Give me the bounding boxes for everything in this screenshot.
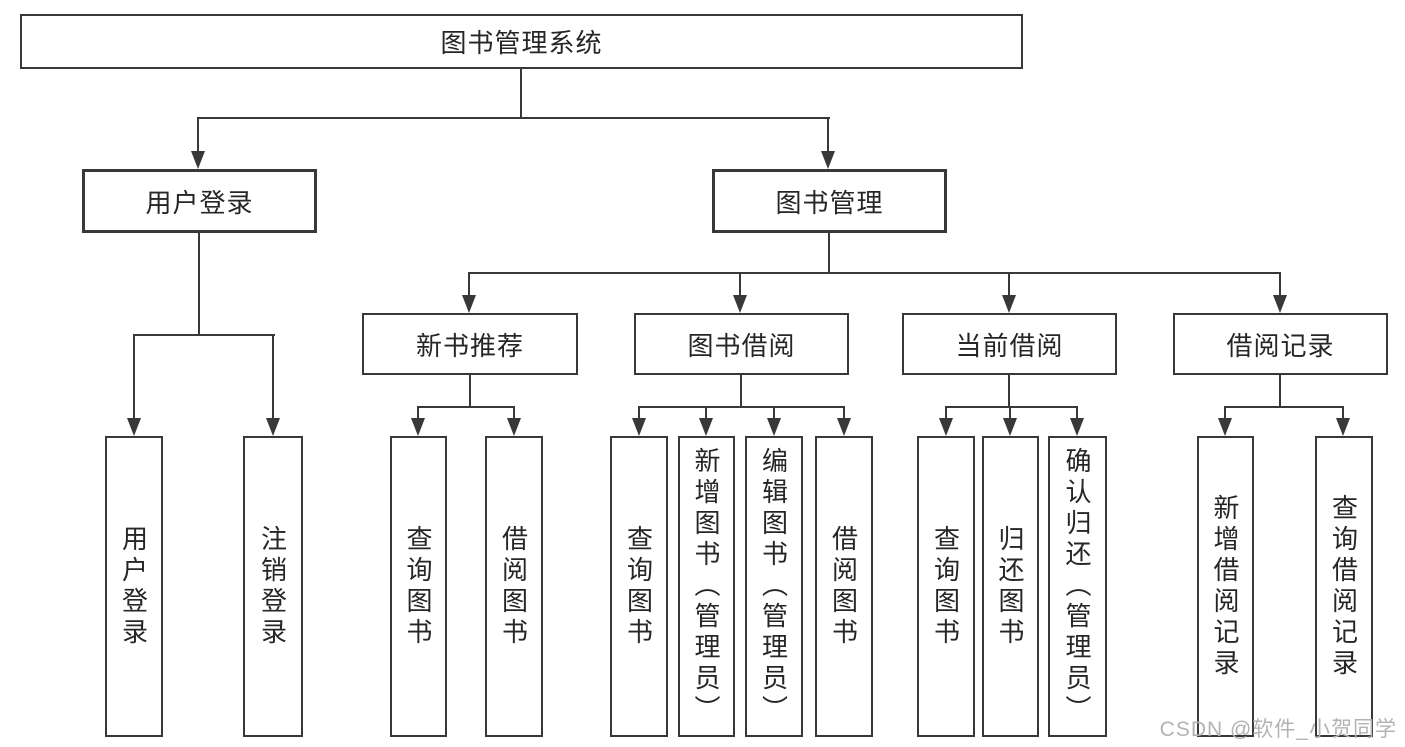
node-user-login-branch: 用户登录 [82, 169, 317, 233]
leaf-borrowing-borrow-books: 借阅图书 [815, 436, 873, 737]
arrowhead-down-icon [462, 295, 476, 313]
arrowhead-down-icon [191, 151, 205, 169]
line-segment [827, 117, 829, 155]
node-book-borrowing: 图书借阅 [634, 313, 849, 375]
node-new-book-recommend: 新书推荐 [362, 313, 578, 375]
line-segment [843, 406, 845, 422]
line-segment [1008, 375, 1010, 408]
line-segment [469, 375, 471, 408]
line-segment [468, 272, 470, 299]
leaf-records-query-record: 查询借阅记录 [1315, 436, 1373, 737]
arrowhead-down-icon [127, 418, 141, 436]
arrowhead-down-icon [266, 418, 280, 436]
line-segment [1224, 406, 1226, 422]
arrowhead-down-icon [1002, 295, 1016, 313]
line-segment [945, 406, 1078, 408]
line-segment [1224, 406, 1344, 408]
line-segment [1008, 272, 1010, 299]
line-segment [1279, 272, 1281, 299]
line-segment [740, 375, 742, 408]
leaf-borrowing-edit-books-admin: 编辑图书（管理员） [745, 436, 803, 737]
line-segment [1342, 406, 1344, 422]
line-segment [739, 272, 741, 299]
node-borrowing-records: 借阅记录 [1173, 313, 1388, 375]
arrowhead-down-icon [939, 418, 953, 436]
leaf-newbooks-borrow-books: 借阅图书 [485, 436, 543, 737]
arrowhead-down-icon [821, 151, 835, 169]
leaf-user-login: 用户登录 [105, 436, 163, 737]
arrowhead-down-icon [733, 295, 747, 313]
leaf-current-return-books: 归还图书 [982, 436, 1039, 737]
line-segment [272, 334, 274, 422]
arrowhead-down-icon [1273, 295, 1287, 313]
node-root-system: 图书管理系统 [20, 14, 1023, 69]
leaf-borrowing-query-books: 查询图书 [610, 436, 668, 737]
leaf-logout: 注销登录 [243, 436, 303, 737]
leaf-current-query-books: 查询图书 [917, 436, 975, 737]
line-segment [773, 406, 775, 422]
line-segment [133, 334, 275, 336]
arrowhead-down-icon [699, 418, 713, 436]
line-segment [1009, 406, 1011, 422]
arrowhead-down-icon [507, 418, 521, 436]
leaf-newbooks-query-books: 查询图书 [390, 436, 447, 737]
line-segment [1076, 406, 1078, 422]
line-segment [638, 406, 845, 408]
line-segment [828, 233, 830, 274]
arrowhead-down-icon [1003, 418, 1017, 436]
line-segment [133, 334, 135, 422]
line-segment [705, 406, 707, 422]
arrowhead-down-icon [411, 418, 425, 436]
line-segment [417, 406, 515, 408]
line-segment [638, 406, 640, 422]
arrowhead-down-icon [1218, 418, 1232, 436]
line-segment [945, 406, 947, 422]
node-current-borrowing: 当前借阅 [902, 313, 1117, 375]
line-segment [198, 233, 200, 336]
line-segment [1279, 375, 1281, 408]
line-segment [417, 406, 419, 422]
line-segment [197, 117, 199, 155]
line-segment [520, 69, 522, 118]
arrowhead-down-icon [767, 418, 781, 436]
arrowhead-down-icon [632, 418, 646, 436]
leaf-current-confirm-return-admin: 确认归还（管理员） [1048, 436, 1107, 737]
csdn-watermark: CSDN @软件_小贺同学 [1159, 718, 1397, 741]
node-book-management-branch: 图书管理 [712, 169, 947, 233]
line-segment [198, 117, 830, 119]
leaf-records-add-record: 新增借阅记录 [1197, 436, 1254, 737]
arrowhead-down-icon [837, 418, 851, 436]
leaf-borrowing-add-books-admin: 新增图书（管理员） [678, 436, 735, 737]
line-segment [468, 272, 1281, 274]
arrowhead-down-icon [1070, 418, 1084, 436]
line-segment [513, 406, 515, 422]
arrowhead-down-icon [1336, 418, 1350, 436]
